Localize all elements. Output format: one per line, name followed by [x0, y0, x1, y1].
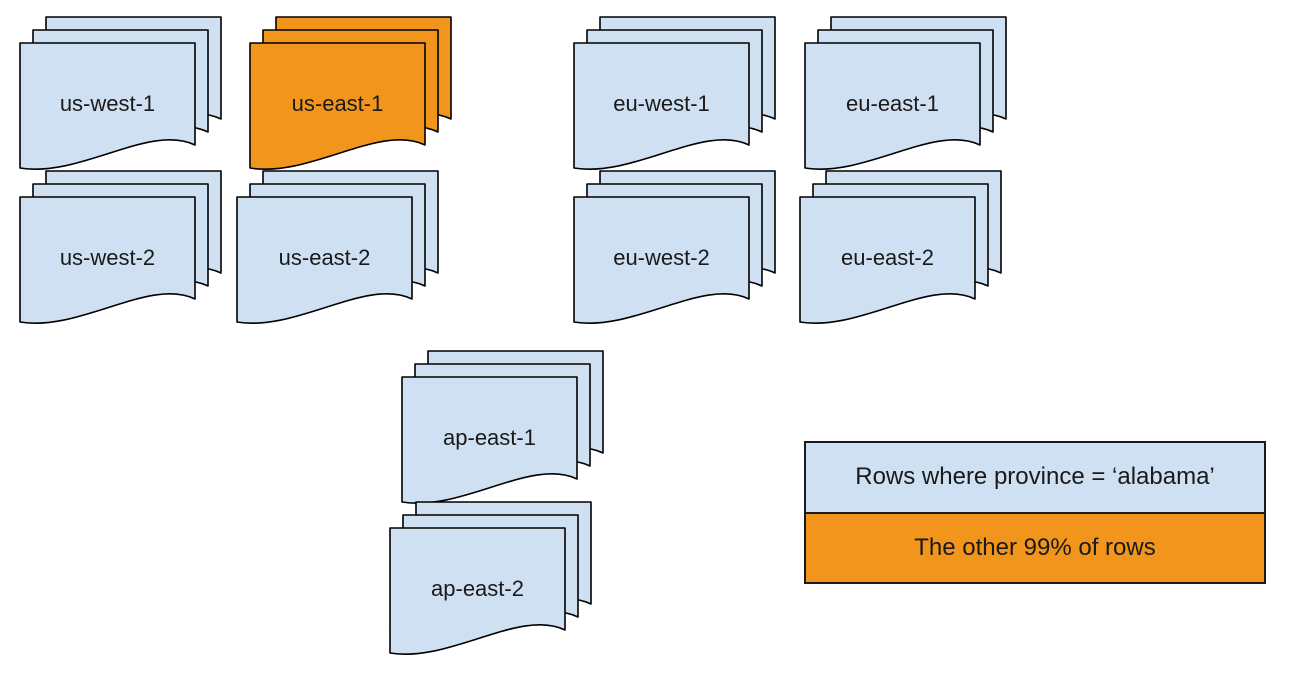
legend: Rows where province = ‘alabama’ The othe…: [804, 441, 1266, 584]
legend-row-other-rows: The other 99% of rows: [806, 511, 1264, 582]
doc-stack-eu-west-1: eu-west-1: [573, 16, 776, 172]
region-label: eu-west-2: [613, 245, 710, 270]
doc-stack-eu-east-1: eu-east-1: [804, 16, 1007, 172]
doc-stack-us-east-2: us-east-2: [236, 170, 439, 326]
region-label: us-west-2: [59, 245, 156, 270]
region-label: us-east-1: [291, 91, 384, 116]
doc-stack-eu-west-2: eu-west-2: [573, 170, 776, 326]
region-label: ap-east-1: [443, 425, 536, 450]
legend-label-other-rows: The other 99% of rows: [914, 533, 1156, 561]
doc-stack-ap-east-1: ap-east-1: [401, 350, 604, 506]
region-label: us-east-2: [278, 245, 371, 270]
doc-stack-us-east-1: us-east-1: [249, 16, 452, 172]
region-label: ap-east-2: [431, 576, 524, 601]
region-label: eu-west-1: [613, 91, 710, 116]
doc-stack-ap-east-2: ap-east-2: [389, 501, 592, 657]
legend-row-alabama-rows: Rows where province = ‘alabama’: [806, 443, 1264, 512]
legend-label-alabama-rows: Rows where province = ‘alabama’: [855, 463, 1215, 491]
region-label: eu-east-1: [846, 91, 939, 116]
region-label: us-west-1: [59, 91, 156, 116]
doc-stack-eu-east-2: eu-east-2: [799, 170, 1002, 326]
region-label: eu-east-2: [841, 245, 934, 270]
doc-stack-us-west-1: us-west-1: [19, 16, 222, 172]
doc-stack-us-west-2: us-west-2: [19, 170, 222, 326]
